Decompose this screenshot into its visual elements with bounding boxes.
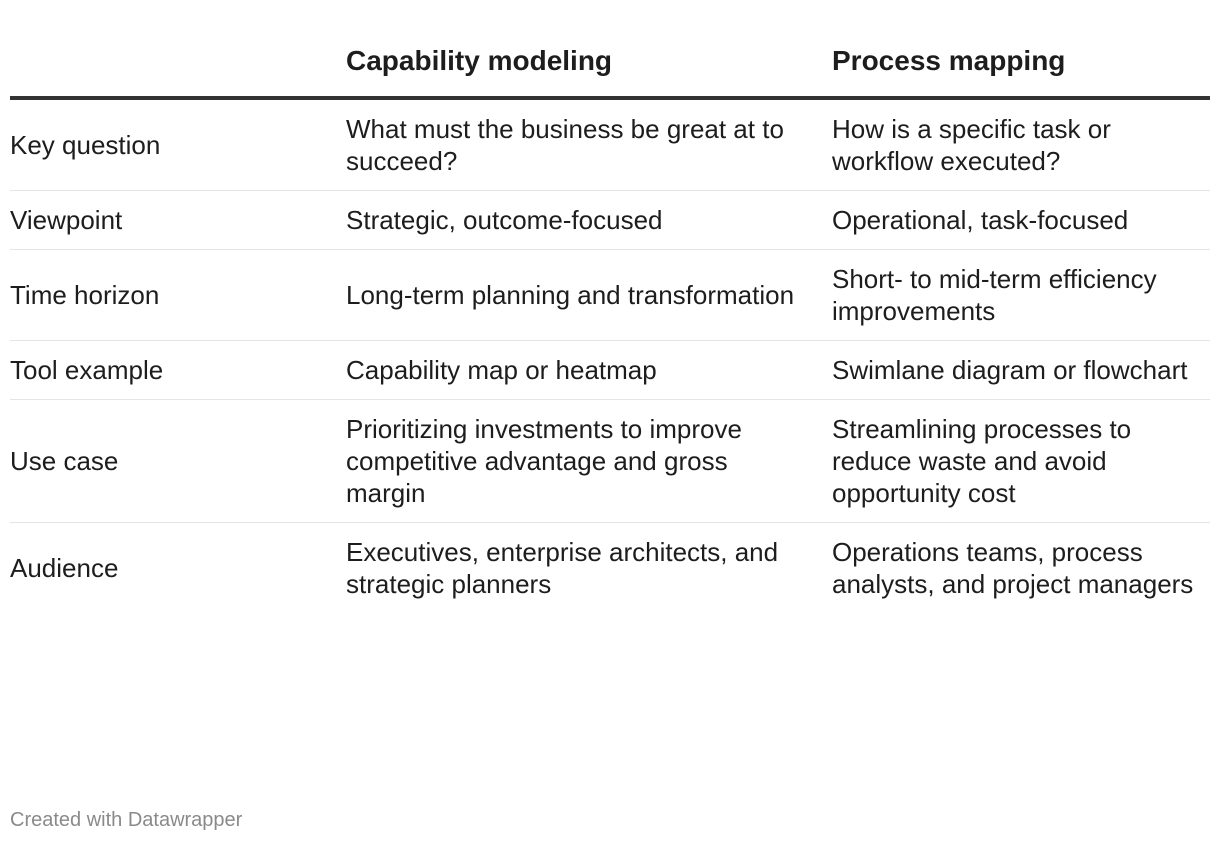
process-cell: How is a specific task or workflow execu… (832, 98, 1210, 191)
capability-cell: What must the business be great at to su… (346, 98, 832, 191)
header-cell-blank (10, 30, 346, 100)
header-cell-process-mapping: Process mapping (832, 30, 1210, 100)
process-cell: Operations teams, process analysts, and … (832, 537, 1194, 599)
header-cell-capability-modeling: Capability modeling (346, 30, 832, 100)
table-row: Audience Executives, enterprise architec… (10, 523, 1210, 614)
row-label: Viewpoint (10, 190, 346, 250)
capability-cell: Long-term planning and transformation (346, 249, 832, 341)
comparison-table-container: Capability modeling Process mapping Key … (10, 30, 1210, 613)
row-label: Tool example (10, 340, 346, 400)
table-row: Viewpoint Strategic, outcome-focused Ope… (10, 190, 1210, 250)
table-header: Capability modeling Process mapping (10, 30, 1210, 100)
process-cell: Short- to mid-term efficiency improvemen… (832, 249, 1210, 341)
capability-cell: Prioritizing investments to improve comp… (346, 399, 832, 523)
table-row: Use case Prioritizing investments to imp… (10, 399, 1210, 523)
row-label: Key question (10, 98, 346, 191)
process-cell: Swimlane diagram or flowchart (832, 340, 1210, 400)
table-row: Key question What must the business be g… (10, 98, 1210, 191)
datawrapper-credit: Created with Datawrapper (10, 809, 243, 831)
header-row: Capability modeling Process mapping (10, 30, 1210, 100)
table-body: Key question What must the business be g… (10, 98, 1210, 613)
capability-cell: Strategic, outcome-focused (346, 190, 832, 250)
capability-cell: Executives, enterprise architects, and s… (346, 537, 779, 599)
table-row: Tool example Capability map or heatmap S… (10, 340, 1210, 400)
row-label: Use case (10, 399, 346, 523)
row-label: Audience (10, 553, 119, 583)
capability-cell: Capability map or heatmap (346, 340, 832, 400)
process-cell: Operational, task-focused (832, 190, 1210, 250)
process-cell: Streamlining processes to reduce waste a… (832, 399, 1210, 523)
table-row: Time horizon Long-term planning and tran… (10, 249, 1210, 341)
row-label: Time horizon (10, 249, 346, 341)
comparison-table: Capability modeling Process mapping Key … (10, 30, 1210, 613)
